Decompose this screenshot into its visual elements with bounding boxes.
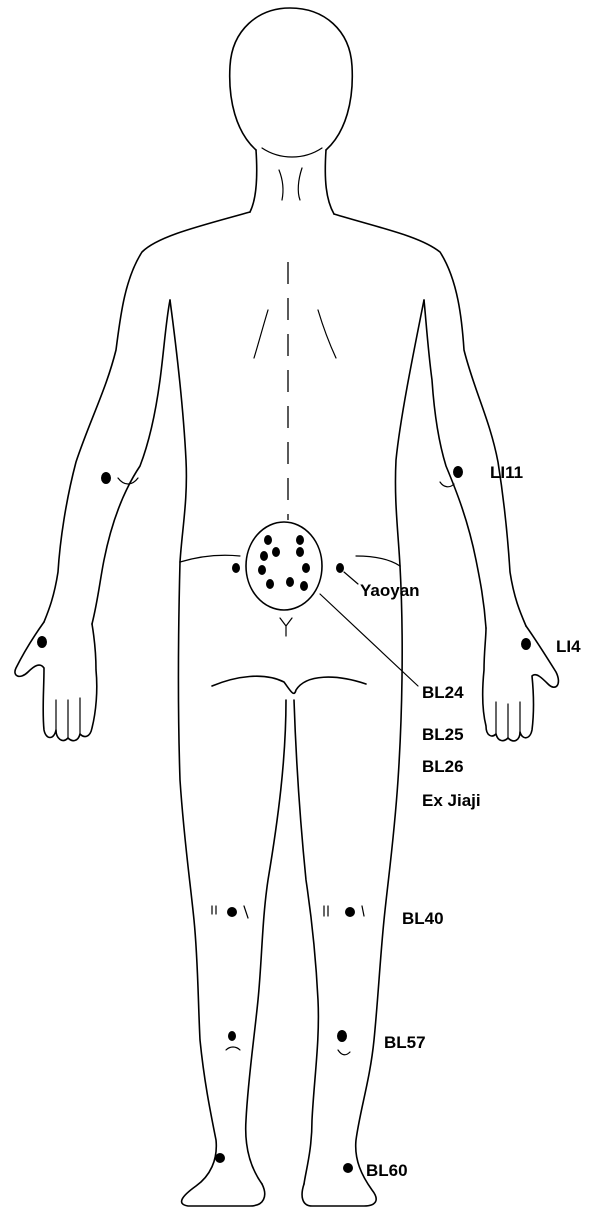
- acupoint-bl60-left: [215, 1153, 225, 1163]
- right-leg-outer: [302, 566, 402, 1206]
- sacral-cleft-mark: [280, 618, 292, 636]
- label-bl40: BL40: [402, 909, 444, 928]
- left-iliac-line: [180, 555, 240, 562]
- neck-tendon-right: [298, 168, 302, 200]
- label-bl57: BL57: [384, 1033, 426, 1052]
- right-arm-outer: [334, 214, 526, 626]
- right-knee-lines: [324, 906, 364, 916]
- left-calf-mark: [226, 1047, 240, 1050]
- acupoint-lumbar-1: [264, 535, 272, 545]
- acupoint-bl40-right: [345, 907, 355, 917]
- acupoint-bl57-right: [337, 1030, 347, 1042]
- right-hand-finger-lines: [496, 702, 520, 738]
- acupoint-lumbar-9: [286, 577, 294, 587]
- leader-lumbar: [320, 594, 418, 686]
- label-bl26: BL26: [422, 757, 464, 776]
- right-scapula-line: [318, 310, 336, 358]
- left-arm-inner: [92, 300, 170, 624]
- acupoint-lumbar-8: [266, 579, 274, 589]
- right-calf-mark: [338, 1050, 350, 1055]
- acupoint-bl40-left: [227, 907, 237, 917]
- acupoint-yaoyan-right: [336, 563, 344, 573]
- label-bl24: BL24: [422, 683, 464, 702]
- right-iliac-line: [356, 556, 400, 566]
- acupoint-yaoyan-left: [232, 563, 240, 573]
- acupoint-li11-left: [101, 472, 111, 484]
- right-torso-side: [395, 300, 424, 566]
- neck-tendon-left: [279, 170, 283, 200]
- buttock-crease: [212, 676, 366, 693]
- lumbar-region-circle: [246, 522, 322, 610]
- neck-left: [250, 150, 257, 212]
- neck-right: [325, 150, 334, 214]
- left-torso-side: [170, 300, 186, 562]
- head-outline: [230, 8, 353, 150]
- left-leg-inner: [246, 700, 286, 1184]
- acupoint-lumbar-4: [272, 547, 280, 557]
- acupoint-bl60-right: [343, 1163, 353, 1173]
- acupoint-bl57-left: [228, 1031, 236, 1041]
- left-leg-outer: [179, 562, 265, 1206]
- acupoint-lumbar-2: [296, 535, 304, 545]
- acupoint-lumbar-3: [260, 551, 268, 561]
- left-hand-finger-lines: [56, 698, 80, 738]
- label-li4: LI4: [556, 637, 581, 656]
- right-arm-inner: [424, 300, 486, 628]
- label-bl60: BL60: [366, 1161, 408, 1180]
- label-li11: LI11: [490, 463, 523, 482]
- left-elbow-crease: [118, 478, 138, 484]
- leader-yaoyan: [344, 572, 358, 584]
- acupoint-li4-right: [521, 638, 531, 650]
- left-scapula-line: [254, 310, 268, 358]
- acupoint-li11-right: [453, 466, 463, 478]
- left-arm-outer: [44, 212, 250, 622]
- acupoint-lumbar-10: [300, 581, 308, 591]
- right-elbow-crease: [440, 482, 454, 487]
- label-yaoyan: Yaoyan: [360, 581, 420, 600]
- lumbar-acupoints: [258, 535, 310, 591]
- right-leg-inner: [294, 700, 318, 1184]
- jaw-line: [262, 148, 322, 157]
- acupoint-li4-left: [37, 636, 47, 648]
- acupoint-lumbar-6: [258, 565, 266, 575]
- label-bl25: BL25: [422, 725, 464, 744]
- acupoint-lumbar-5: [296, 547, 304, 557]
- acupoint-lumbar-7: [302, 563, 310, 573]
- label-ex-jiaji: Ex Jiaji: [422, 791, 481, 810]
